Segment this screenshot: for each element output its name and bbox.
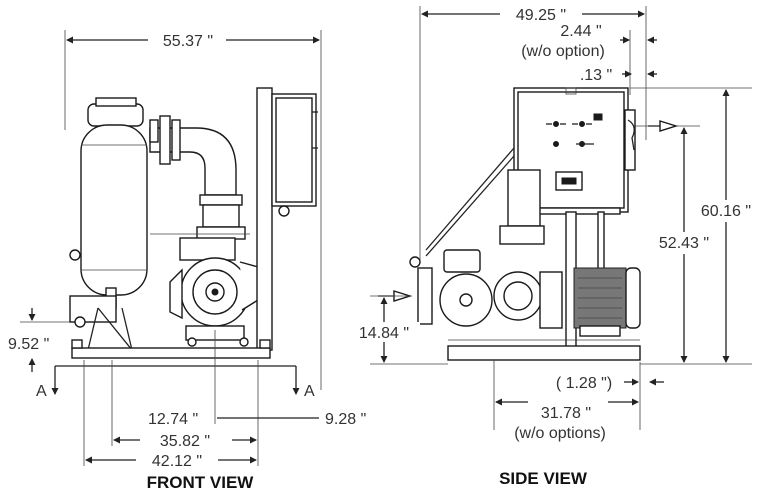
- side-option-note: (w/o option): [521, 43, 605, 60]
- discharge-pipe: [149, 115, 250, 240]
- front-view-caption: FRONT VIEW: [147, 473, 255, 492]
- dim-42-12-label: 42.12 ": [152, 453, 202, 470]
- side-base: [447, 339, 641, 361]
- front-view: 55.37 ": [8, 30, 366, 492]
- front-bottom-dimensions: 12.74 " 9.28 " 35.82 " 42.12 ": [83, 330, 366, 470]
- side-top-dimensions: 49.25 " 2.44 " (w/o option) .13 ": [419, 4, 657, 260]
- front-pump: [169, 237, 263, 347]
- inlet-height-label: 14.84 ": [359, 325, 409, 342]
- inlet-height-dimension: 14.84 ": [348, 295, 448, 365]
- dim-35-82-label: 35.82 ": [160, 433, 210, 450]
- pressure-tank: [69, 97, 148, 328]
- side-base-offset-label: ( 1.28 "): [556, 375, 612, 392]
- side-small-offset-label: .13 ": [580, 67, 612, 84]
- side-view-caption: SIDE VIEW: [499, 469, 588, 488]
- side-motor: [573, 267, 641, 337]
- side-view: 49.25 " 2.44 " (w/o option) .13 " 60.16 …: [348, 4, 764, 488]
- side-base-width-label: 31.78 ": [541, 405, 591, 422]
- side-pump: [409, 147, 605, 353]
- section-marker-left: A: [36, 383, 47, 400]
- dim-9-28-label: 9.28 ": [325, 411, 366, 428]
- base-height-label: 9.52 ": [8, 336, 49, 353]
- side-overall-width-label: 49.25 ": [516, 7, 566, 24]
- side-option-width-label: 2.44 ": [560, 23, 601, 40]
- section-line: A A: [36, 365, 315, 400]
- front-overall-width-label: 55.37 ": [163, 33, 213, 50]
- front-base: [71, 307, 271, 359]
- side-bottom-dimensions: ( 1.28 ") 31.78 " (w/o options): [493, 360, 664, 442]
- base-height-dimension: 9.52 ": [8, 308, 70, 372]
- side-panel-height-label: 52.43 ": [659, 235, 709, 252]
- side-base-note: (w/o options): [514, 425, 606, 442]
- front-frame: [256, 87, 318, 351]
- section-marker-right: A: [304, 383, 315, 400]
- front-overall-width-dimension: 55.37 ": [64, 30, 322, 390]
- side-overall-height-label: 60.16 ": [701, 203, 751, 220]
- side-height-dimensions: 60.16 " 52.43 ": [600, 87, 764, 365]
- dim-12-74-label: 12.74 ": [148, 411, 198, 428]
